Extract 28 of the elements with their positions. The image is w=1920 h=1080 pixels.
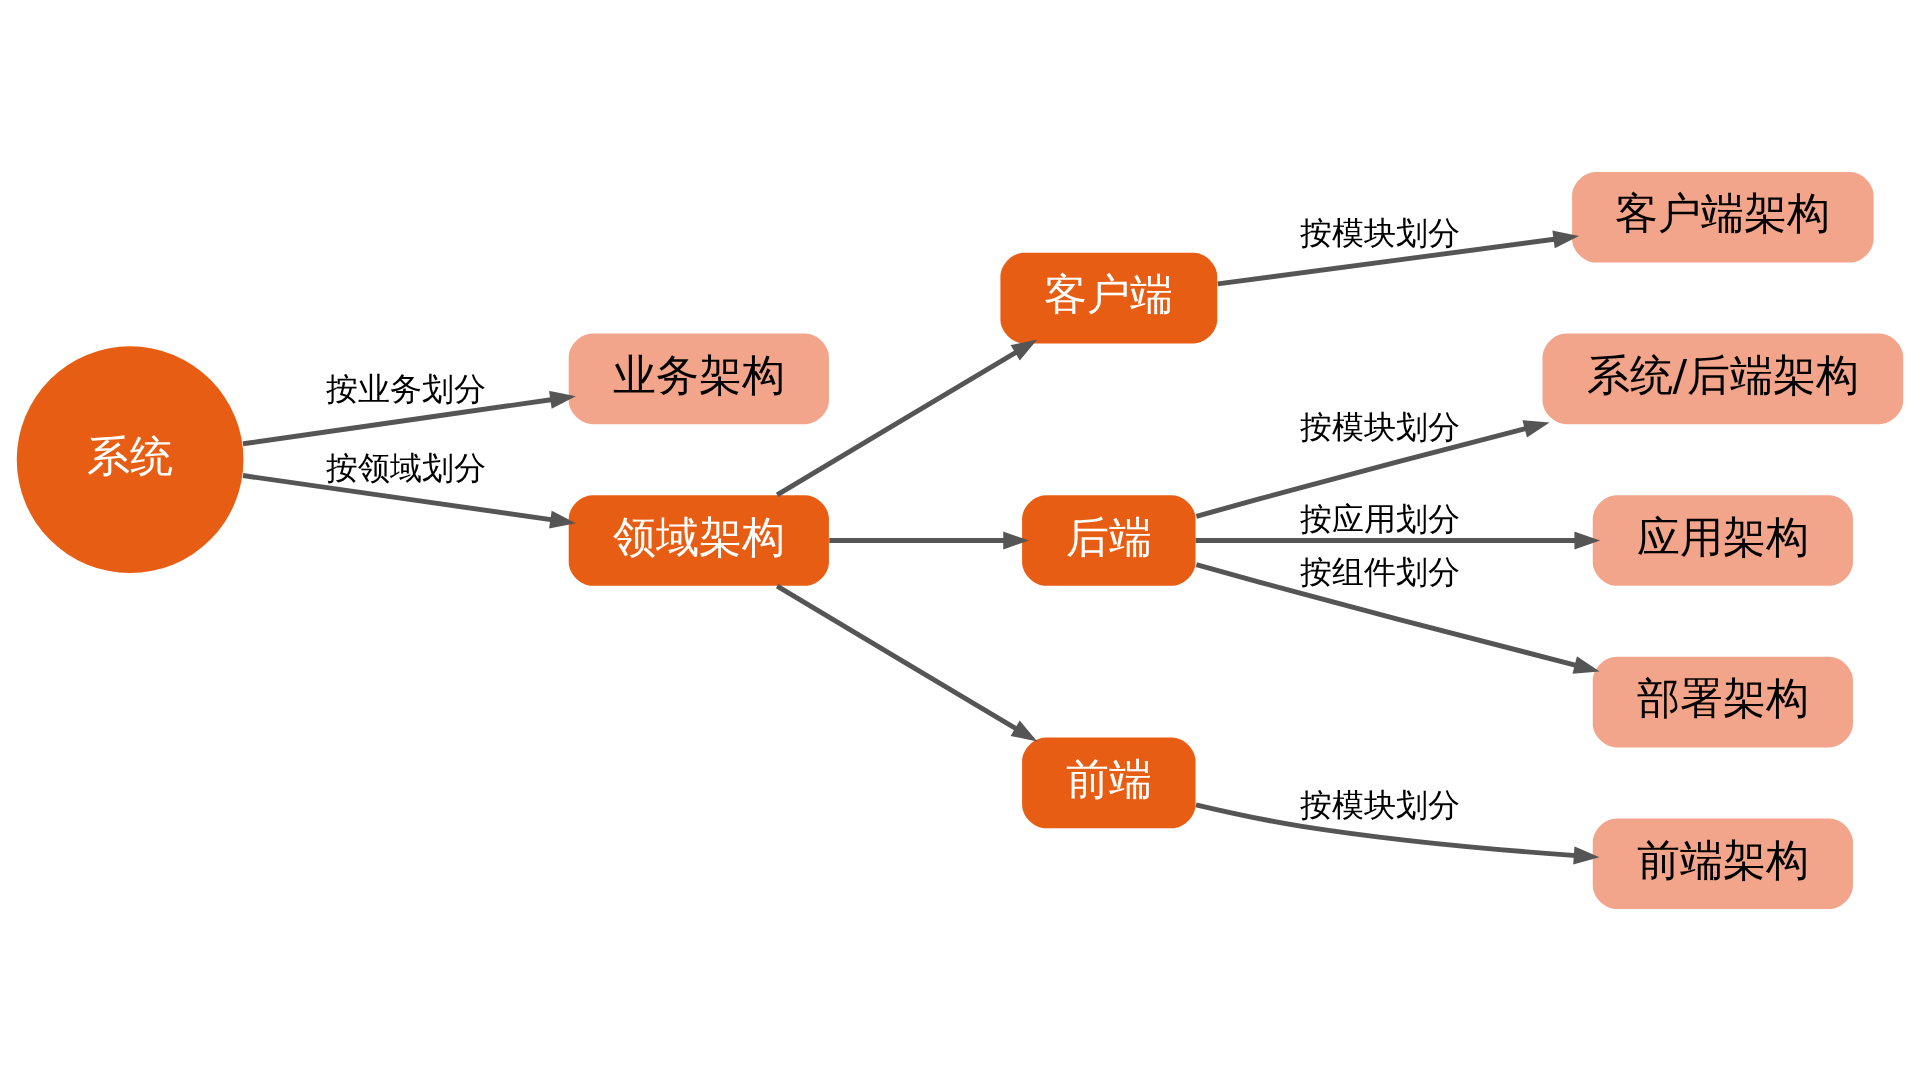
arrow: [1195, 419, 1550, 519]
edge-label: 按模块划分: [1299, 214, 1460, 251]
node-box: 部署架构: [1592, 656, 1853, 747]
node-box: 客户端架构: [1572, 171, 1874, 263]
arrow: [1195, 561, 1600, 674]
node-box: 客户端: [1000, 252, 1218, 343]
node-box: 前端架构: [1592, 817, 1853, 909]
arrow: [242, 390, 576, 446]
edge-label: 按模块划分: [1299, 408, 1460, 445]
arrow: [775, 583, 1038, 741]
arrow: [775, 339, 1038, 497]
node-circle: 系统: [16, 345, 244, 573]
node-box: 业务架构: [568, 333, 829, 424]
edge-label: 按模块划分: [1299, 786, 1460, 823]
arrow: [1195, 531, 1601, 549]
edge-label: 按组件划分: [1299, 553, 1460, 590]
node-box: 领域架构: [568, 494, 829, 586]
arrow: [1217, 230, 1580, 286]
edge-label: 按应用划分: [1299, 500, 1460, 537]
node-box: 应用架构: [1592, 494, 1853, 586]
node-box: 前端: [1022, 737, 1196, 828]
arrow: [1195, 801, 1600, 864]
edge-label: 按业务划分: [326, 370, 487, 407]
arrow: [242, 472, 576, 528]
node-box: 系统/后端架构: [1542, 333, 1904, 424]
edge-label: 按领域划分: [326, 449, 487, 486]
arrow: [829, 531, 1029, 549]
node-box: 后端: [1022, 494, 1196, 586]
